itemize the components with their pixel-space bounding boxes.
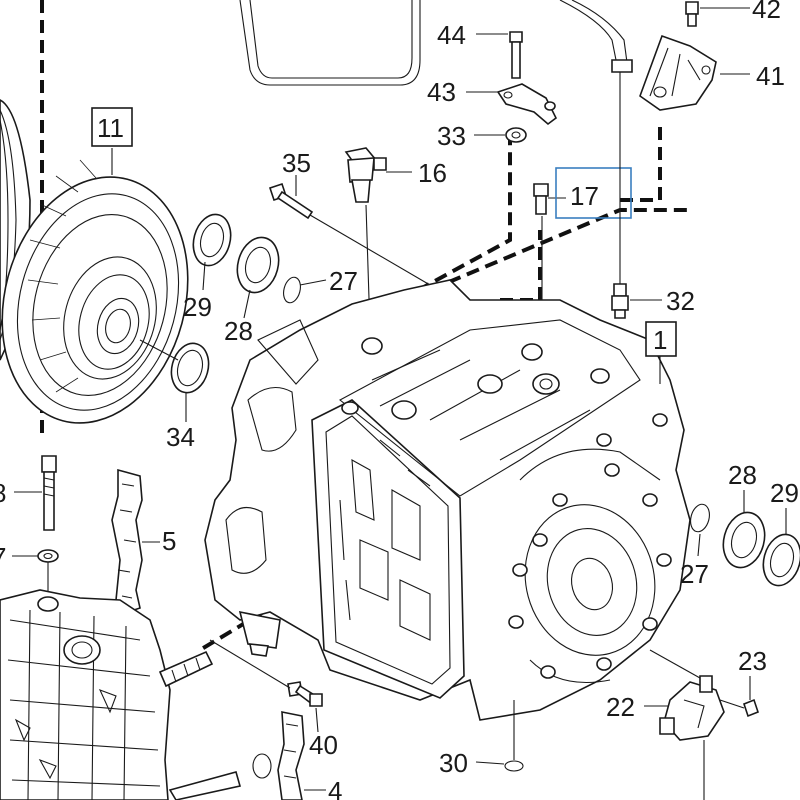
label-22: 22 bbox=[606, 692, 635, 722]
label-27-left: 27 bbox=[329, 266, 358, 296]
bracket-41 bbox=[639, 34, 750, 111]
box-1 bbox=[645, 321, 677, 357]
ring-34 bbox=[139, 339, 210, 422]
valve-body bbox=[0, 589, 242, 800]
label-41: 41 bbox=[756, 61, 785, 91]
label-42: 42 bbox=[752, 0, 781, 24]
bolt-40 bbox=[209, 639, 323, 733]
label-23: 23 bbox=[738, 646, 767, 676]
label-27-right: 27 bbox=[680, 559, 709, 589]
label-8: 8 bbox=[0, 478, 6, 508]
highlight-box-17 bbox=[555, 167, 632, 219]
label-35: 35 bbox=[282, 148, 311, 178]
gasket-5 bbox=[111, 468, 160, 613]
fitting-32 bbox=[611, 72, 662, 319]
o-ring-27-right bbox=[690, 503, 710, 557]
label-32: 32 bbox=[666, 286, 695, 316]
label-28-right: 28 bbox=[728, 460, 757, 490]
label-33: 33 bbox=[437, 121, 466, 151]
sensor-16 bbox=[344, 147, 412, 331]
plug-17 bbox=[533, 167, 632, 310]
seal-28-left bbox=[236, 236, 280, 319]
bracket-43 bbox=[466, 83, 558, 126]
gasket-4 bbox=[252, 711, 326, 800]
label-5: 5 bbox=[162, 526, 176, 556]
seal-28-right bbox=[722, 490, 766, 569]
label-29-right: 29 bbox=[770, 478, 799, 508]
label-34: 34 bbox=[166, 422, 195, 452]
label-11: 11 bbox=[97, 113, 124, 143]
transmission-housing bbox=[204, 279, 691, 721]
label-44: 44 bbox=[437, 20, 466, 50]
label-1: 1 bbox=[653, 325, 667, 355]
breather-hose bbox=[239, 0, 633, 86]
bolt-35 bbox=[268, 175, 431, 286]
label-16: 16 bbox=[418, 158, 447, 188]
label-30: 30 bbox=[439, 748, 468, 778]
bolt-8 bbox=[14, 455, 57, 531]
label-43: 43 bbox=[427, 77, 456, 107]
torque-converter bbox=[0, 99, 189, 424]
bolt-42 bbox=[685, 1, 750, 27]
seal-29-right bbox=[762, 508, 800, 587]
bolt-44 bbox=[476, 31, 523, 79]
label-28-left: 28 bbox=[224, 316, 253, 346]
bracket-22 bbox=[644, 649, 725, 800]
box-11 bbox=[91, 107, 133, 147]
seal-29-left bbox=[192, 213, 232, 291]
label-29-left: 29 bbox=[183, 292, 212, 322]
label-7: 7 bbox=[0, 542, 6, 572]
bolt-23 bbox=[719, 676, 759, 718]
washer-33 bbox=[474, 127, 527, 143]
label-4: 4 bbox=[328, 776, 342, 800]
o-ring-27-left bbox=[283, 276, 327, 304]
washer-7 bbox=[12, 549, 59, 600]
o-ring-30 bbox=[475, 700, 524, 772]
label-17: 17 bbox=[570, 181, 599, 211]
label-40: 40 bbox=[309, 730, 338, 760]
